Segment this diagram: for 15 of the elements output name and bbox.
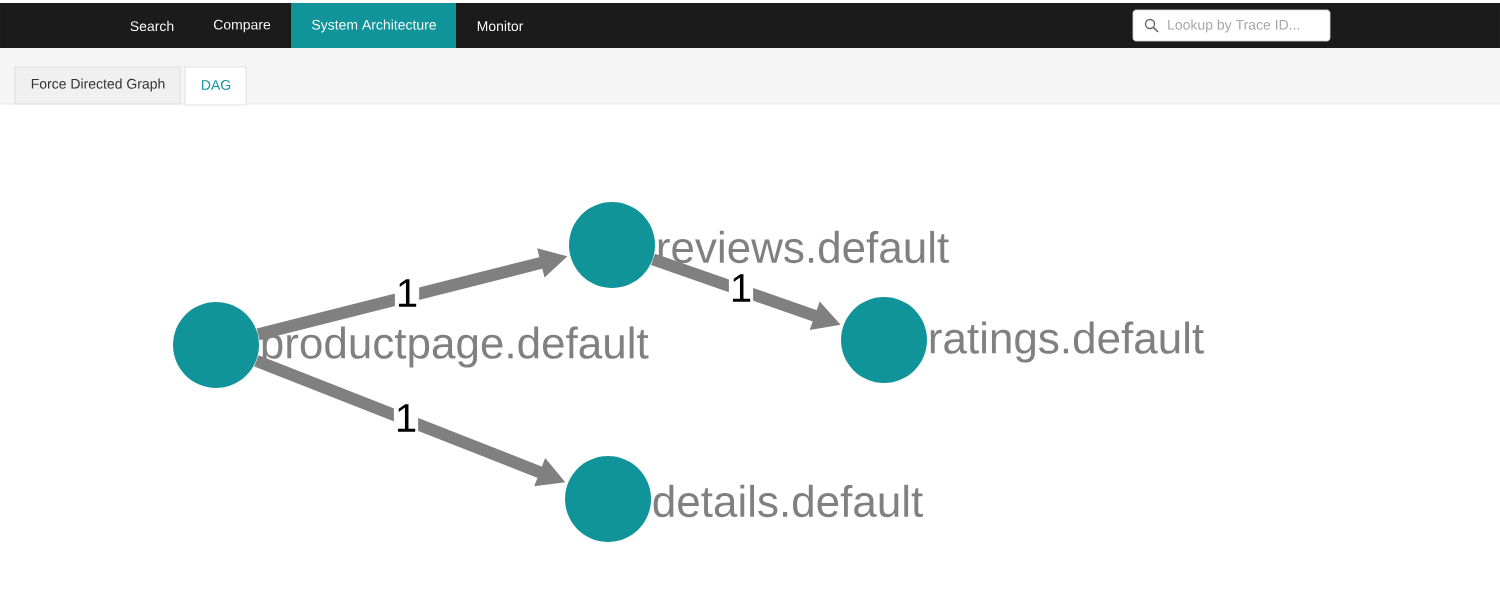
nav-tab: System Architecture: [291, 3, 456, 48]
node-label: details.default: [653, 484, 923, 518]
service-node: ratings.default: [841, 297, 1204, 383]
tab: DAG: [184, 66, 247, 106]
nav-link: Monitor: [477, 20, 524, 32]
edge-label: 1: [394, 278, 420, 308]
tab: Force Directed Graph: [14, 66, 181, 105]
nav-link: Compare: [213, 19, 271, 33]
edge-label: 1: [393, 403, 419, 433]
search-field: Lookup by Trace ID...: [1132, 9, 1331, 42]
node-label: ratings.default: [930, 321, 1204, 363]
node-label: reviews.default: [658, 230, 949, 264]
nav-link: Search: [130, 20, 174, 32]
edge-label: 1: [728, 273, 754, 303]
service-node: details.default: [565, 456, 923, 542]
